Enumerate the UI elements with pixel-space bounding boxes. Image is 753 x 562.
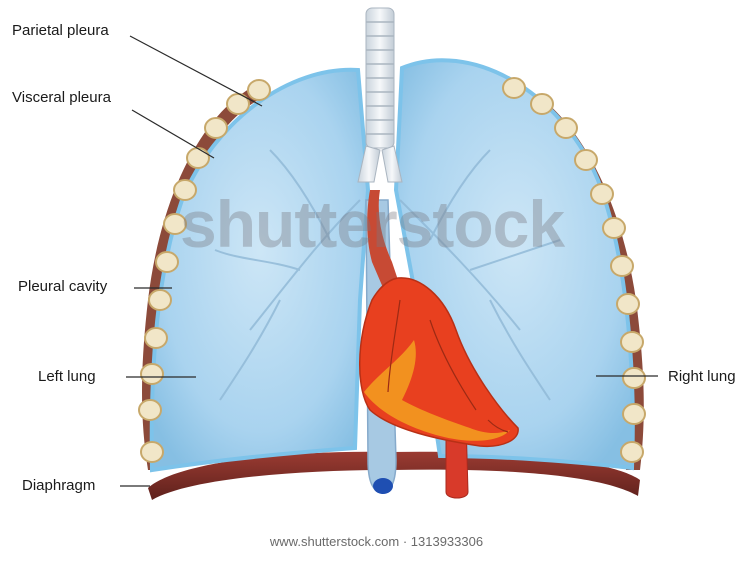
left-lung: [152, 70, 368, 470]
footer-credit: www.shutterstock.com · 1313933306: [0, 534, 753, 549]
label-parietal-pleura: Parietal pleura: [12, 22, 109, 39]
label-pleural-cavity: Pleural cavity: [18, 278, 107, 295]
label-right-lung: Right lung: [668, 368, 736, 385]
watermark: shutterstock: [180, 186, 564, 262]
label-visceral-pleura: Visceral pleura: [12, 89, 111, 106]
label-left-lung: Left lung: [38, 368, 96, 385]
trachea: [358, 8, 402, 182]
label-diaphragm: Diaphragm: [22, 477, 95, 494]
